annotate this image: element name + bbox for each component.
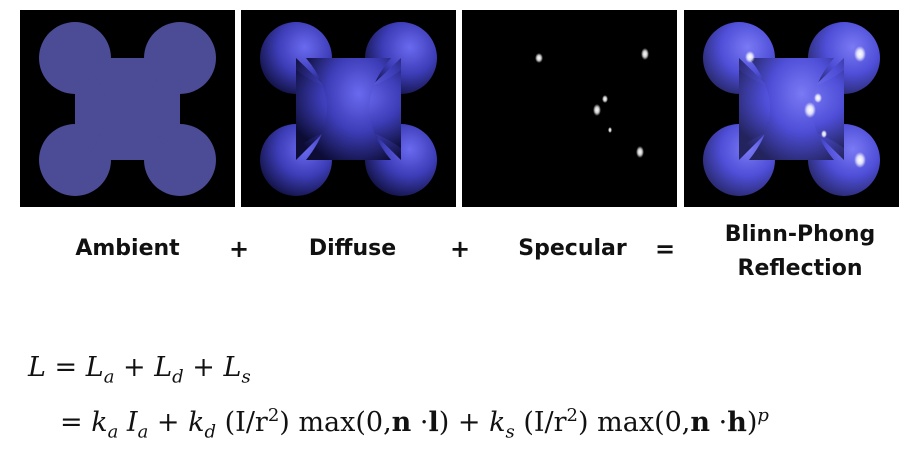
diffuse-label: Diffuse bbox=[308, 236, 397, 261]
specular-label: Specular bbox=[518, 236, 627, 261]
ambient-panel bbox=[20, 10, 235, 207]
specular-highlights bbox=[535, 48, 649, 158]
equals-operator: = bbox=[655, 235, 676, 263]
equation-line-2: = ka Ia + kd (I/r2) max(0,n ·l) + ks (I/… bbox=[60, 405, 769, 443]
equation-line-1: L = La + Ld + Ls bbox=[28, 352, 251, 388]
blinn-phong-panel bbox=[684, 10, 899, 207]
blinn-phong-label: Blinn-Phong Reflection bbox=[700, 218, 900, 286]
specular-panel bbox=[462, 10, 677, 207]
plus-operator: + bbox=[229, 235, 250, 263]
blinn-phong-label-line2: Reflection bbox=[737, 256, 863, 281]
diffuse-panel bbox=[241, 10, 456, 207]
ambient-label: Ambient bbox=[75, 236, 180, 261]
plus-operator: + bbox=[450, 235, 471, 263]
blinn-phong-shape bbox=[703, 22, 880, 196]
blinn-phong-label-line1: Blinn-Phong bbox=[724, 222, 876, 247]
ambient-shape bbox=[39, 22, 216, 196]
diffuse-shape bbox=[260, 22, 437, 196]
